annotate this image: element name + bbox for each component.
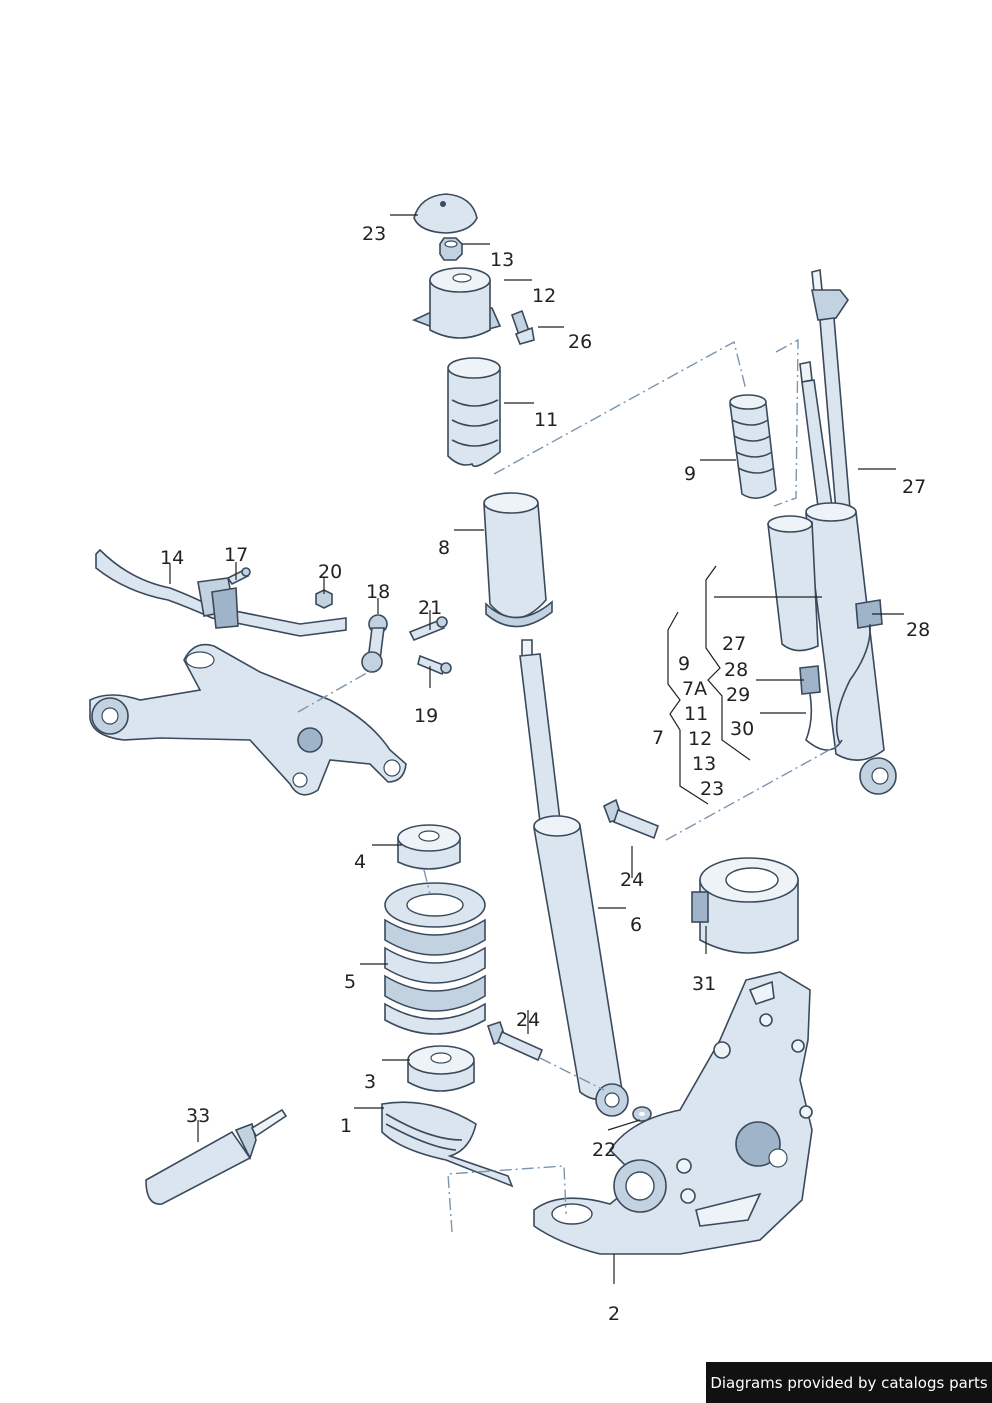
callout-11-bump-stop: 11 [534, 409, 558, 431]
kit-left-item-23: 23 [700, 778, 724, 800]
callout-27-strut: 27 [902, 476, 926, 498]
shock-absorber-illustration [519, 639, 629, 1117]
callout-14-stabilizer: 14 [160, 547, 184, 569]
callout-24-bolt-right: 24 [620, 869, 644, 891]
protective-cap-illustration [413, 193, 478, 234]
callout-26-bolt: 26 [568, 331, 592, 353]
grease-tube-illustration [145, 1108, 288, 1205]
callout-18-coupling-rod: 18 [366, 581, 390, 603]
callout-12-strut-mount: 12 [532, 285, 556, 307]
callout-1-insulator: 1 [340, 1115, 352, 1137]
kit-left-item-7a: 7A [682, 678, 707, 700]
coupling-rod-bolts-illustration [408, 616, 452, 676]
bolt-lower-illustration [486, 1020, 544, 1062]
leader-lines [169, 214, 904, 1284]
callout-31-bushing: 31 [692, 973, 716, 995]
kit-right-item-27: 27 [722, 633, 746, 655]
callout-8-dust-sleeve: 8 [438, 537, 450, 559]
callout-3-spring-seat: 3 [364, 1071, 376, 1093]
kit-right-item-29: 29 [726, 684, 750, 706]
callout-13-nut: 13 [490, 249, 514, 271]
callout-20-nut: 20 [318, 561, 342, 583]
callout-9-bellows: 9 [684, 463, 696, 485]
bolt-right-illustration [602, 798, 659, 840]
strut-mount-illustration [411, 267, 502, 339]
insulator-strip-illustration [381, 1101, 514, 1188]
kit-right-item-30: 30 [730, 718, 754, 740]
lower-spring-seat-illustration [407, 1045, 475, 1092]
watermark-banner: Diagrams provided by catalogs parts [706, 1362, 992, 1403]
callout-24-bolt-lower: 24 [516, 1009, 540, 1031]
washer-illustration [632, 1106, 652, 1122]
wheel-carrier-illustration [533, 971, 813, 1255]
callout-17-bolt: 17 [224, 544, 248, 566]
stabilizer-clamp-bolt-illustration [226, 567, 251, 586]
callout-19-bolt: 19 [414, 705, 438, 727]
callout-5-coil-spring: 5 [344, 971, 356, 993]
callout-numbers: 23 13 12 26 11 9 27 8 14 17 20 18 21 19 … [160, 223, 930, 1325]
stabilizer-bar-illustration [95, 548, 347, 637]
control-arm-illustration [89, 643, 407, 796]
callout-21-bolt: 21 [418, 597, 442, 619]
bolt-illustration [510, 309, 535, 345]
bellows-illustration [729, 394, 777, 499]
callout-2-wheel-carrier: 2 [608, 1303, 620, 1325]
dust-sleeve-illustration [483, 492, 553, 628]
coil-spring-illustration [384, 882, 486, 1035]
callout-33-grease: 33 [186, 1105, 210, 1127]
spring-pad-illustration [397, 824, 461, 870]
bump-stop-illustration [447, 357, 501, 468]
kit-left-main-7: 7 [652, 727, 664, 749]
coupling-rod-illustration [361, 614, 388, 673]
kit-right-item-28: 28 [724, 659, 748, 681]
bushing-illustration [691, 857, 799, 954]
callout-4-spring-pad: 4 [354, 851, 366, 873]
callout-23-cap: 23 [362, 223, 386, 245]
adaptive-strut-illustration [767, 268, 897, 795]
kit-left-item-9: 9 [678, 653, 690, 675]
callout-6-shock-absorber: 6 [630, 914, 642, 936]
assembly-dash-lines [297, 338, 841, 1233]
kit-left-item-12: 12 [688, 728, 712, 750]
callout-22-washer: 22 [592, 1139, 616, 1161]
kit-left-item-13: 13 [692, 753, 716, 775]
kit-left-item-11: 11 [684, 703, 708, 725]
nut-illustration [439, 237, 463, 261]
callout-28-sensor: 28 [906, 619, 930, 641]
